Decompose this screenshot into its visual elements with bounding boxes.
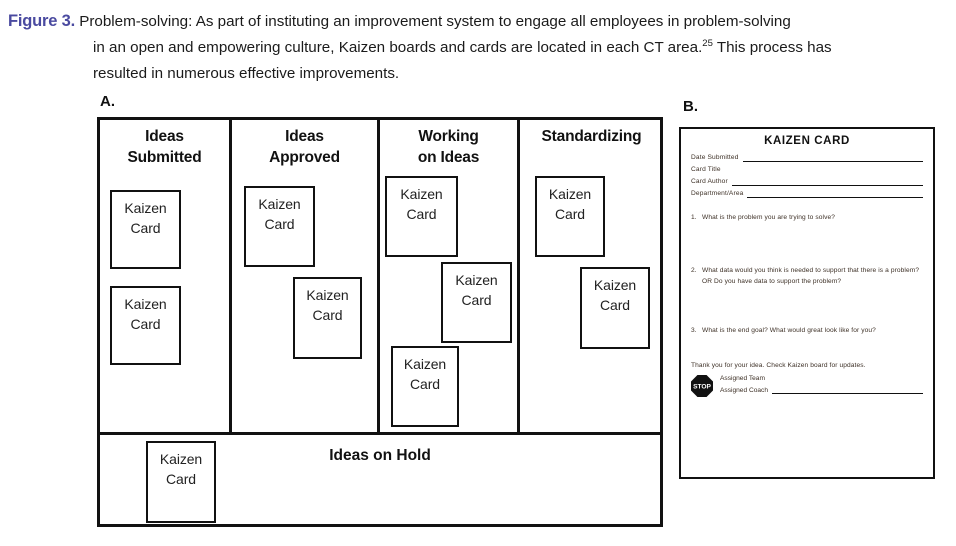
caption-line-3: resulted in numerous effective improveme…: [93, 65, 400, 82]
form-assignment-label: Assigned Coach: [720, 386, 769, 394]
form-answer-space-2[interactable]: [691, 287, 923, 313]
panel-b-label: B.: [683, 98, 698, 115]
kaizen-card-label-line2: Card: [461, 292, 492, 308]
form-question-text: What is the end goal? What would great l…: [702, 327, 876, 334]
svg-text:STOP: STOP: [693, 384, 711, 391]
board-column-title-standardizing: Standardizing: [520, 120, 663, 147]
column-title-line2: Submitted: [127, 149, 202, 166]
panel-a-label: A.: [100, 93, 115, 110]
caption-reference-superscript: 25: [702, 37, 713, 49]
form-field-label: Date Submitted: [691, 154, 739, 161]
form-field-rule[interactable]: [725, 173, 923, 174]
form-assignment-rule[interactable]: [772, 392, 923, 394]
kaizen-card-label-line1: Kaizen: [124, 200, 167, 216]
form-assigned-team-row[interactable]: Assigned Team: [720, 374, 923, 385]
kaizen-card-label-line2: Card: [600, 297, 630, 313]
column-title-line2: Approved: [269, 149, 340, 166]
kaizen-card-label-line2: Card: [130, 316, 161, 332]
form-answer-space-1[interactable]: [691, 223, 923, 253]
column-title-line1: Ideas: [285, 128, 324, 145]
form-question-number: 1.: [691, 213, 697, 221]
kaizen-card-label-line2: Card: [410, 376, 440, 392]
form-field-label: Card Title: [691, 166, 721, 173]
form-question-3: 3. What is the end goal? What would great…: [691, 326, 923, 337]
form-question-number: 3.: [691, 327, 697, 334]
kaizen-card-label-line2: Card: [312, 307, 343, 323]
stop-sign-icon: STOP: [691, 375, 713, 397]
form-question-2: 2. What data would you think is needed to…: [691, 266, 923, 287]
column-title-line1: Working: [418, 128, 479, 145]
kaizen-card-label-line2: Card: [166, 471, 196, 487]
kaizen-card-label-line1: Kaizen: [124, 296, 167, 312]
kaizen-card-label-line1: Kaizen: [400, 186, 443, 202]
form-question-text: What is the problem you are trying to so…: [702, 213, 836, 221]
kaizen-card-label-line2: Card: [130, 220, 161, 236]
ideas-on-hold-title: Ideas on Hold: [329, 447, 431, 464]
board-column-title-working-on-ideas: Working on Ideas: [380, 120, 517, 168]
figure-caption: Figure 3. Problem-solving: As part of in…: [8, 8, 948, 87]
form-question-1: 1. What is the problem you are trying to …: [691, 213, 923, 224]
form-assigned-coach-row[interactable]: Assigned Coach: [720, 386, 923, 397]
figure-label: Figure 3.: [8, 12, 75, 30]
form-field-label: Card Author: [691, 178, 728, 185]
form-field-card-title[interactable]: Card Title: [691, 165, 923, 176]
form-assignment-label: Assigned Team: [720, 375, 765, 382]
form-field-rule[interactable]: [731, 184, 923, 186]
form-assignment-rule[interactable]: [769, 382, 923, 383]
kaizen-card-thanks: Thank you for your idea. Check Kaizen bo…: [691, 361, 866, 369]
form-field-label: Department/Area: [691, 190, 744, 197]
kaizen-card-label-line1: Kaizen: [159, 451, 203, 467]
caption-line-2-post: This process has: [712, 39, 832, 56]
caption-line-2-pre: in an open and empowering culture, Kaize…: [93, 39, 703, 56]
form-question-number: 2.: [691, 267, 697, 274]
kaizen-card-title: KAIZEN CARD: [764, 135, 850, 147]
kaizen-card-label-line1: Kaizen: [258, 196, 301, 212]
form-field-rule[interactable]: [747, 196, 923, 198]
form-field-rule[interactable]: [742, 160, 923, 162]
kaizen-card-label-line1: Kaizen: [403, 356, 447, 372]
kaizen-card-questions: 1. What is the problem you are trying to …: [691, 213, 923, 337]
kaizen-card-label-line1: Kaizen: [306, 287, 349, 303]
column-title-line1: Ideas: [145, 128, 184, 145]
column-title-line1: Standardizing: [541, 128, 642, 145]
kaizen-card-label-line2: Card: [555, 206, 585, 222]
form-field-department-area[interactable]: Department/Area: [691, 189, 923, 200]
kaizen-card-label-line2: Card: [406, 206, 437, 222]
kaizen-card-label-line1: Kaizen: [455, 272, 498, 288]
form-field-date-submitted[interactable]: Date Submitted: [691, 153, 923, 164]
form-field-card-author[interactable]: Card Author: [691, 177, 923, 188]
caption-line-1: Problem-solving: As part of instituting …: [79, 13, 791, 30]
kaizen-card-label-line1: Kaizen: [593, 277, 637, 293]
kaizen-card-label-line2: Card: [264, 216, 295, 232]
form-question-text: What data would you think is needed to s…: [702, 267, 920, 285]
column-title-line2: on Ideas: [417, 149, 480, 166]
caption-line-2: in an open and empowering culture, Kaize…: [93, 35, 948, 61]
kaizen-card-label-line1: Kaizen: [548, 186, 592, 202]
